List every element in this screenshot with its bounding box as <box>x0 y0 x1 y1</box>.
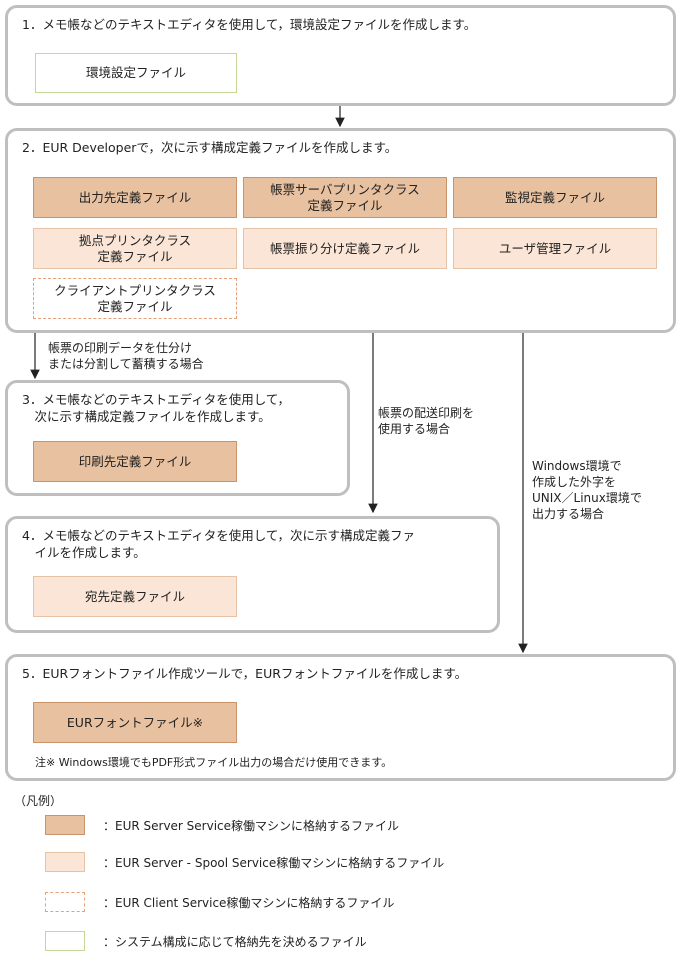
legend-swatch-server <box>45 815 85 835</box>
server-printer-class-def-file: 帳票サーバプリンタクラス 定義ファイル <box>243 177 447 218</box>
legend-title: （凡例） <box>14 794 63 808</box>
step1-box: 1．メモ帳などのテキストエディタを使用して，環境設定ファイルを作成します。 環境… <box>5 5 676 106</box>
step5-note: 注※ Windows環境でもPDF形式ファイル出力の場合だけ使用できます。 <box>35 756 393 769</box>
branch-label-gaiji: Windows環境で 作成した外字を UNIX／Linux環境で 出力する場合 <box>532 459 642 521</box>
user-management-file: ユーザ管理ファイル <box>453 228 657 269</box>
monitor-def-file: 監視定義ファイル <box>453 177 657 218</box>
legend-text-client: ：EUR Client Service稼働マシンに格納するファイル <box>103 896 395 910</box>
step2-box: 2．EUR Developerで，次に示す構成定義ファイルを作成します。 出力先… <box>5 128 676 333</box>
branch-label-split: 帳票の印刷データを仕分け または分割して蓄積する場合 <box>48 341 204 371</box>
print-dest-def-file: 印刷先定義ファイル <box>33 441 237 482</box>
address-def-file: 宛先定義ファイル <box>33 576 237 617</box>
legend-swatch-system <box>45 931 85 951</box>
step4-title: 4．メモ帳などのテキストエディタを使用して，次に示す構成定義ファ イルを作成しま… <box>22 528 415 560</box>
site-printer-class-def-file: 拠点プリンタクラス 定義ファイル <box>33 228 237 269</box>
step5-box: 5．EURフォントファイル作成ツールで，EURフォントファイルを作成します。 E… <box>5 654 676 781</box>
step4-box: 4．メモ帳などのテキストエディタを使用して，次に示す構成定義ファ イルを作成しま… <box>5 516 500 633</box>
legend-swatch-spool <box>45 852 85 872</box>
client-printer-class-def-file: クライアントプリンタクラス 定義ファイル <box>33 278 237 319</box>
step1-title: 1．メモ帳などのテキストエディタを使用して，環境設定ファイルを作成します。 <box>22 17 477 32</box>
output-dest-def-file: 出力先定義ファイル <box>33 177 237 218</box>
form-distribution-def-file: 帳票振り分け定義ファイル <box>243 228 447 269</box>
step3-title: 3．メモ帳などのテキストエディタを使用して， 次に示す構成定義ファイルを作成しま… <box>22 392 290 424</box>
eur-font-file: EURフォントファイル※ <box>33 702 237 743</box>
branch-label-distribution: 帳票の配送印刷を 使用する場合 <box>378 406 475 436</box>
legend-text-system: ：システム構成に応じて格納先を決めるファイル <box>103 935 367 949</box>
legend-text-spool: ：EUR Server - Spool Service稼働マシンに格納するファイ… <box>103 856 445 870</box>
step3-box: 3．メモ帳などのテキストエディタを使用して， 次に示す構成定義ファイルを作成しま… <box>5 380 350 496</box>
step2-title: 2．EUR Developerで，次に示す構成定義ファイルを作成します。 <box>22 140 398 155</box>
legend-swatch-client <box>45 892 85 912</box>
env-settings-file: 環境設定ファイル <box>35 53 237 93</box>
step5-title: 5．EURフォントファイル作成ツールで，EURフォントファイルを作成します。 <box>22 666 468 681</box>
legend-text-server: ：EUR Server Service稼働マシンに格納するファイル <box>103 819 400 833</box>
